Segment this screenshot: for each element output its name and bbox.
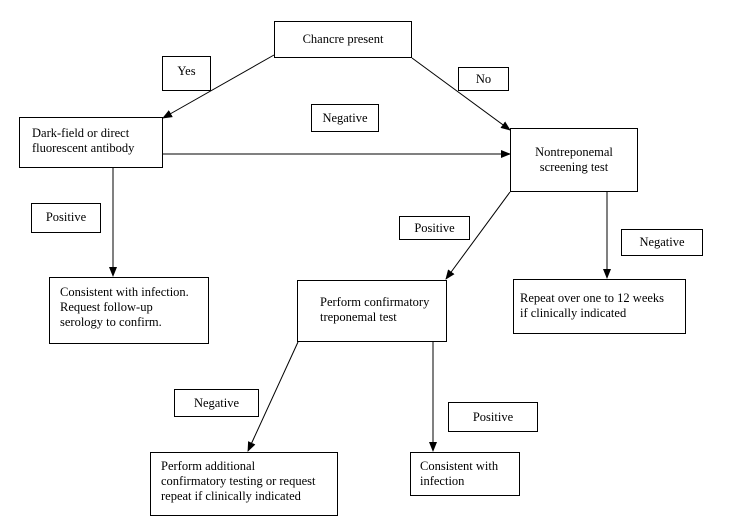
node-nontreponemal-test-line-2: screening test xyxy=(539,160,609,174)
edge-label-positive-left: Positive xyxy=(31,203,101,233)
arrow-chancre-to-darkfield xyxy=(162,54,275,119)
node-additional-confirmatory-testing: Perform additional confirmatory testing … xyxy=(150,452,338,516)
node-repeat-line-2: if clinically indicated xyxy=(520,306,627,320)
edge-label-positive-mid: Positive xyxy=(399,216,470,240)
edge-label-negative-top: Negative xyxy=(311,104,379,132)
node-darkfield-test-line-1: Dark-field or direct xyxy=(32,126,130,140)
node-confirmatory-line-1: Perform confirmatory xyxy=(320,295,430,309)
edge-label-no: No xyxy=(458,67,509,91)
node-consistent-with-infection: Consistent with infection xyxy=(410,452,520,496)
edge-label-negative-bottom: Negative xyxy=(174,389,259,417)
node-nontreponemal-test: Nontreponemal screening test xyxy=(510,128,638,192)
node-consistent-infection-line-2: infection xyxy=(420,474,465,488)
node-consistent-followup-line-3: serology to confirm. xyxy=(60,315,162,329)
node-chancre-present-line-1: Chancre present xyxy=(302,32,384,46)
node-consistent-followup-line-1: Consistent with infection. xyxy=(60,285,189,299)
arrow-confirmatory-to-additional xyxy=(247,341,299,452)
edge-label-negative-right: Negative xyxy=(621,229,703,256)
node-consistent-with-infection-followup: Consistent with infection. Request follo… xyxy=(49,277,209,344)
node-additional-line-3: repeat if clinically indicated xyxy=(161,489,301,503)
arrow-chancre-to-nontreponemal xyxy=(411,57,511,131)
node-chancre-present: Chancre present xyxy=(274,21,412,58)
node-repeat-line-1: Repeat over one to 12 weeks xyxy=(520,291,665,305)
arrow-nontreponemal-to-confirmatory xyxy=(445,191,511,280)
node-confirmatory-line-2: treponemal test xyxy=(320,310,397,324)
node-darkfield-test-line-2: fluorescent antibody xyxy=(32,141,135,155)
node-consistent-infection-line-1: Consistent with xyxy=(420,459,499,473)
edge-label-positive-bottom: Positive xyxy=(448,402,538,432)
node-additional-line-2: confirmatory testing or request xyxy=(161,474,316,488)
node-confirmatory-treponemal-test: Perform confirmatory treponemal test xyxy=(297,280,447,342)
node-darkfield-test: Dark-field or direct fluorescent antibod… xyxy=(19,117,163,168)
node-nontreponemal-test-line-1: Nontreponemal xyxy=(535,145,613,159)
node-additional-line-1: Perform additional xyxy=(161,459,256,473)
node-repeat-testing: Repeat over one to 12 weeks if clinicall… xyxy=(513,279,686,334)
node-consistent-followup-line-2: Request follow-up xyxy=(60,300,153,314)
edge-label-yes: Yes xyxy=(162,56,211,91)
